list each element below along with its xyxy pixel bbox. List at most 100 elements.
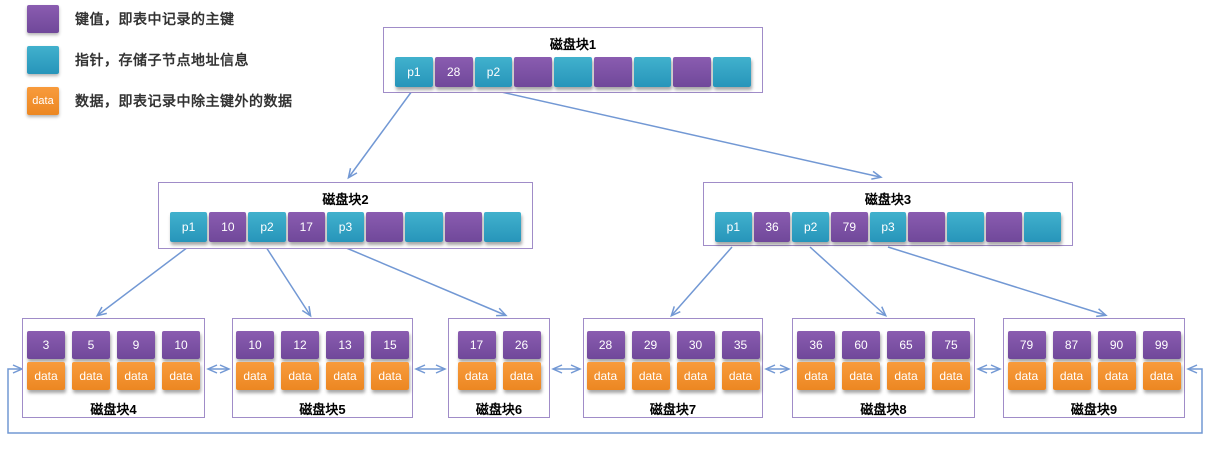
key-cell: 17 [287,212,325,242]
legend-label-key: 键值，即表中记录的主键 [75,11,235,27]
key-cell: 15 [371,331,409,359]
disk-block-1-title: 磁盘块1 [549,37,597,52]
pointer-cell: p1 [170,212,208,242]
data-cell: data [676,362,715,390]
key-cell: 79 [1007,331,1046,359]
edge-block3-p2-to-block8 [809,246,888,317]
key-cell: 12 [281,331,319,359]
pointer-cell [405,212,443,242]
pointer-cell [554,57,592,87]
disk-block-4-title: 磁盘块4 [90,402,137,417]
key-cell: 36 [797,331,835,359]
legend-item-data: data 数据，即表记录中除主键外的数据 [27,87,293,115]
key-cell: 10 [162,331,200,359]
disk-block-5-title: 磁盘块5 [299,402,346,417]
record-entry: 65 data [887,331,925,390]
pointer-swatch-icon [27,46,59,74]
data-cell: data [887,362,925,390]
key-swatch-icon [27,5,59,33]
disk-block-6-title: 磁盘块6 [475,402,523,417]
key-cell: 5 [72,331,110,359]
pointer-cell [713,57,752,87]
key-cell: 35 [721,331,760,359]
disk-block-2-title: 磁盘块2 [322,192,369,207]
data-cell: data [631,362,670,390]
key-cell: 10 [209,212,247,242]
pointer-cell: p2 [474,57,513,87]
disk-block-7-title: 磁盘块7 [649,402,697,417]
pointer-cell: p1 [715,212,752,242]
data-swatch-icon: data [27,87,59,115]
pointer-cell: p2 [792,212,830,242]
data-cell: data [117,362,155,390]
legend: 键值，即表中记录的主键 指针，存储子节点地址信息 data 数据，即表记录中除主… [27,5,293,128]
edge-block2-p1-to-block4 [95,246,189,317]
key-cell [985,212,1023,242]
key-cell: 28 [434,57,473,87]
edge-block3-p3-to-block9 [887,246,1108,318]
edge-block2-p3-to-block6 [343,246,508,317]
pointer-cell: p3 [869,212,907,242]
key-cell: 17 [457,331,496,359]
key-cell: 30 [676,331,715,359]
record-entry: 79 data [1007,331,1046,390]
data-cell: data [1142,362,1181,390]
pointer-cell [947,212,984,242]
record-entry: 5 data [72,331,110,390]
record-entry: 17 data [457,331,496,390]
data-cell: data [1052,362,1091,390]
key-cell: 87 [1052,331,1091,359]
data-cell: data [1007,362,1046,390]
record-entry: 30 data [676,331,715,390]
data-cell: data [72,362,110,390]
record-entry: 87 data [1052,331,1091,390]
key-cell: 26 [502,331,541,359]
pointer-cell: p2 [248,212,286,242]
key-cell: 79 [831,212,868,242]
record-entry: 13 data [326,331,364,390]
data-cell: data [1097,362,1136,390]
legend-label-data: 数据，即表记录中除主键外的数据 [75,93,293,109]
data-cell: data [457,362,496,390]
edge-block2-p2-to-block5 [265,246,312,318]
data-cell: data [236,362,274,390]
legend-label-pointer: 指针，存储子节点地址信息 [75,52,249,68]
edge-block3-p1-to-block7 [670,246,733,318]
pointer-cell: p1 [395,57,433,87]
key-cell: 13 [326,331,364,359]
key-cell: 65 [887,331,925,359]
data-cell: data [842,362,880,390]
pointer-cell [633,57,672,87]
data-cell: data [326,362,364,390]
key-cell: 9 [117,331,155,359]
disk-block-3-title: 磁盘块3 [864,192,912,207]
data-cell: data [27,362,65,390]
disk-block-9-title: 磁盘块9 [1070,402,1118,417]
key-cell [908,212,946,242]
